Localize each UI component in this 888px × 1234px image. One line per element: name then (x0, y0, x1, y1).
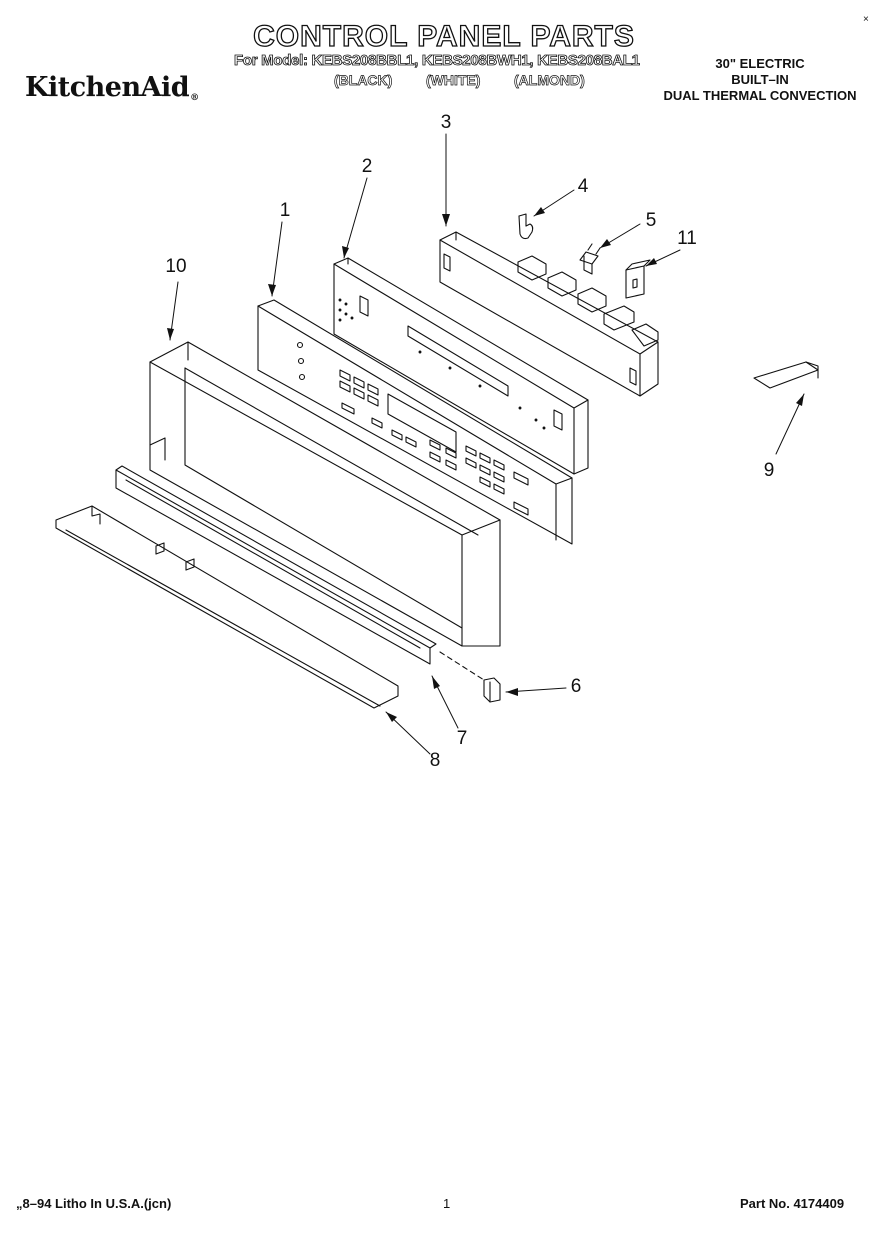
spec-type: DUAL THERMAL CONVECTION (663, 88, 857, 103)
model-numbers: For Model: KEBS208BBL1, KEBS208BWH1, KEB… (234, 52, 641, 70)
page-number: 1 (443, 1196, 451, 1211)
page-title: CONTROL PANEL PARTS (252, 19, 635, 53)
callout-10: 10 (165, 256, 187, 277)
color-almond: (ALMOND) (514, 72, 585, 89)
litho-text: 8–94 Litho In U.S.A.(jcn) (22, 1196, 172, 1211)
callout-5: 5 (645, 210, 657, 231)
callout-6: 6 (570, 676, 582, 697)
callout-7: 7 (456, 728, 468, 749)
callout-9: 9 (763, 460, 775, 481)
corner-mark: × (863, 14, 869, 25)
leader-lines (169, 133, 805, 755)
spec-size: 30" ELECTRIC (715, 56, 805, 71)
part-10-trim-frame (149, 341, 501, 647)
registered-mark: ® (190, 93, 199, 103)
leader-2 (343, 177, 368, 259)
part-2-overlay (333, 257, 589, 475)
brand-name: KitchenAid (25, 72, 190, 103)
litho-prefix: „ (16, 1196, 23, 1211)
part-5-spring-clip (579, 243, 601, 275)
part-3-control-board (439, 231, 659, 397)
callout-3: 3 (440, 112, 452, 133)
part-9-shield (753, 361, 819, 389)
brand-logo: KitchenAid® (25, 72, 199, 103)
part-number: Part No. 4174409 (740, 1196, 845, 1211)
callout-8: 8 (429, 750, 441, 771)
litho-note: „8–94 Litho In U.S.A.(jcn) (16, 1196, 171, 1211)
part-4-clip (518, 213, 534, 240)
part-1-control-panel (257, 299, 573, 545)
leader-1 (271, 221, 283, 297)
part-8-bottom-trim (55, 505, 399, 709)
leader-arrowheads (167, 207, 804, 722)
part-11-bracket (625, 259, 651, 299)
assembly-line (439, 651, 485, 681)
part-6-end-cap (483, 677, 501, 703)
spec-install: BUILT–IN (731, 72, 789, 87)
callout-4: 4 (577, 176, 589, 197)
color-white: (WHITE) (426, 72, 481, 89)
color-black: (BLACK) (334, 72, 393, 89)
callout-1: 1 (279, 200, 291, 221)
callout-11: 11 (677, 228, 697, 249)
part-7-rail (115, 465, 437, 665)
callout-2: 2 (361, 156, 373, 177)
